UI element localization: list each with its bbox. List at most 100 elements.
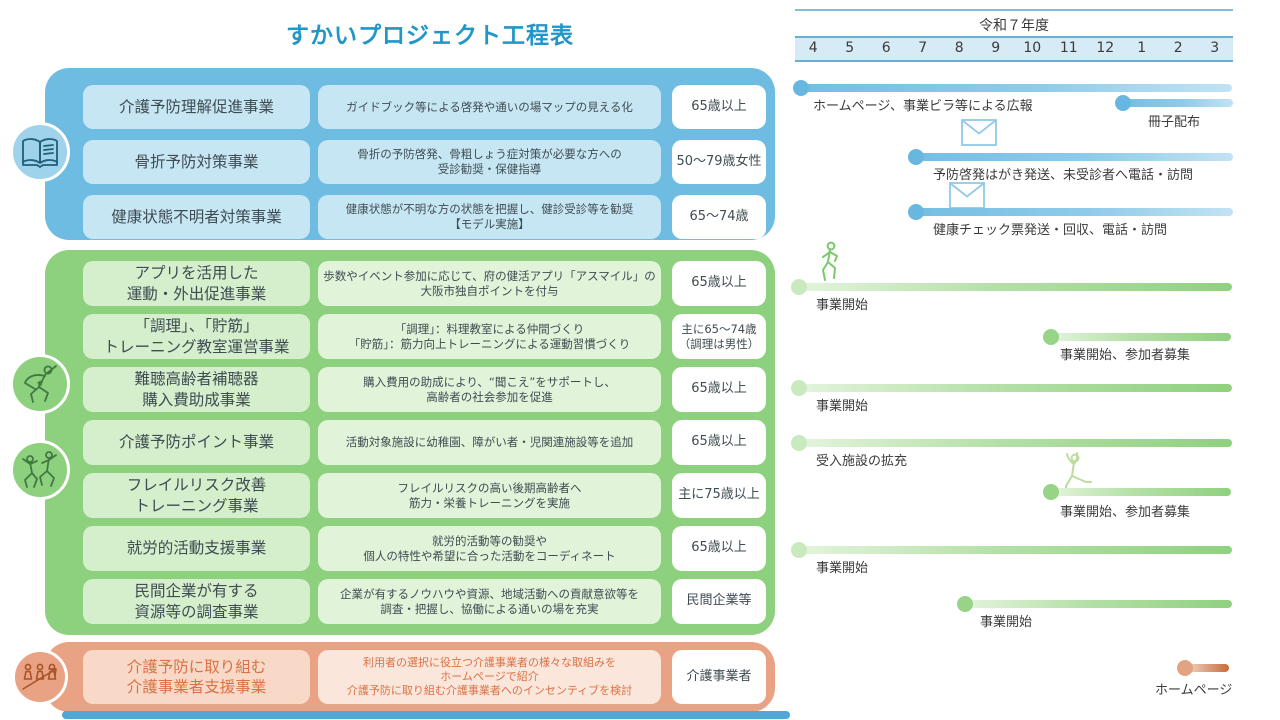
page-title: すかいプロジェクト工程表 [286, 23, 574, 49]
timeline-label: 事業開始 [816, 561, 869, 576]
target-age-cell: 50～79歳女性 [672, 140, 766, 184]
walking-person-icon [816, 241, 846, 287]
program-desc-cell: 活動対象施設に幼稚園、障がい者・児関連施設等を追加 [318, 420, 661, 465]
program-desc-cell: 利用者の選択に役立つ介護事業者の様々な取組みを ホームページで紹介 介護予防に取… [318, 650, 661, 704]
table-row: アプリを活用した 運動・外出促進事業 歩数やイベント参加に応じて、府の健活アプリ… [83, 261, 766, 306]
program-name-cell: 介護予防ポイント事業 [83, 420, 310, 465]
table-row: 民間企業が有する 資源等の調査事業 企業が有するノウハウや資源、地域活動への貢献… [83, 579, 766, 624]
month-label: 12 [1096, 40, 1115, 56]
program-desc-cell: 「調理」：料理教室による仲間づくり 「貯筋」：筋力向上トレーニングによる運動習慣… [318, 314, 661, 359]
program-desc-cell: 購入費用の助成により、“聞こえ”をサポートし、 高齢者の社会参加を促進 [318, 367, 661, 412]
bar-start-dot [1115, 95, 1131, 111]
month-label: 4 [808, 40, 818, 56]
target-age-cell: 65歳以上 [672, 526, 766, 571]
target-age-cell: 65歳以上 [672, 367, 766, 412]
timeline-bar-work-start [791, 542, 1232, 558]
program-desc-cell: 企業が有するノウハウや資源、地域活動への貢献意欲等を 調査・把握し、協働による通… [318, 579, 661, 624]
program-desc-cell: ガイドブック等による啓発や通いの場マップの見える化 [318, 85, 661, 129]
timeline-bar-survey-start [957, 596, 1232, 612]
fiscal-year-label: 令和７年度 [979, 18, 1049, 34]
month-label: 6 [881, 40, 891, 56]
bar-start-dot [1177, 660, 1193, 676]
target-age-cell: 民間企業等 [672, 579, 766, 624]
month-label: 3 [1210, 40, 1220, 56]
timeline-label: 冊子配布 [1148, 115, 1201, 130]
bar-start-dot [793, 80, 809, 96]
group-blue-awareness: 介護予防理解促進事業 ガイドブック等による啓発や通いの場マップの見える化 65歳… [45, 68, 775, 240]
bottom-accent-bar [62, 711, 790, 719]
timeline-bar-publicity [793, 80, 1232, 96]
program-name-cell: 介護予防に取り組む 介護事業者支援事業 [83, 650, 310, 704]
bar-start-dot [957, 596, 973, 612]
table-row: フレイルリスク改善 トレーニング事業 フレイルリスクの高い後期高齢者へ 筋力・栄… [83, 473, 766, 518]
program-desc-cell: 歩数やイベント参加に応じて、府の健活アプリ「アスマイル」の 大阪市独自ポイントを… [318, 261, 661, 306]
program-desc-cell: 就労的活動等の勧奨や 個人の特性や希望に合った活動をコーディネート [318, 526, 661, 571]
timeline-bar-postcards [908, 149, 1233, 165]
timeline-label: ホームページ [1155, 683, 1233, 698]
month-label: 1 [1137, 40, 1147, 56]
program-name-cell: 骨折予防対策事業 [83, 140, 310, 184]
program-name-cell: 健康状態不明者対策事業 [83, 195, 310, 239]
timeline-bar-point-expand [791, 435, 1232, 451]
people-growth-arrow-icon [12, 649, 68, 705]
timeline-bar-homepage [1177, 660, 1229, 676]
target-age-cell: 65～74歳 [672, 195, 766, 239]
month-label: 5 [845, 40, 855, 56]
bar-start-dot [1043, 329, 1059, 345]
timeline-label: 受入施設の拡充 [816, 454, 908, 469]
timeline-label: 健康チェック票発送・回収、電話・訪問 [933, 223, 1168, 238]
envelope-icon [961, 119, 997, 150]
table-row: 介護予防理解促進事業 ガイドブック等による啓発や通いの場マップの見える化 65歳… [83, 85, 766, 129]
target-age-cell: 主に75歳以上 [672, 473, 766, 518]
table-row: 骨折予防対策事業 骨折の予防啓発、骨粗しょう症対策が必要な方への 受診勧奨・保健… [83, 140, 766, 184]
program-name-cell: フレイルリスク改善 トレーニング事業 [83, 473, 310, 518]
table-row: 就労的活動支援事業 就労的活動等の勧奨や 個人の特性や希望に合った活動をコーディ… [83, 526, 766, 571]
bar-start-dot [908, 204, 924, 220]
table-row: 介護予防ポイント事業 活動対象施設に幼稚園、障がい者・児関連施設等を追加 65歳… [83, 420, 766, 465]
timeline-label: 予防啓発はがき発送、未受診者へ電話・訪問 [933, 168, 1194, 183]
month-label: 9 [991, 40, 1001, 56]
timeline-label: 事業開始 [816, 399, 869, 414]
month-label: 2 [1173, 40, 1183, 56]
target-age-cell: 65歳以上 [672, 261, 766, 306]
bar-start-dot [791, 279, 807, 295]
target-age-cell: 65歳以上 [672, 85, 766, 129]
timeline-bar-booklet [1115, 95, 1233, 111]
bar-start-dot [908, 149, 924, 165]
program-name-cell: アプリを活用した 運動・外出促進事業 [83, 261, 310, 306]
table-row: 介護予防に取り組む 介護事業者支援事業 利用者の選択に役立つ介護事業者の様々な取… [83, 650, 766, 704]
program-name-cell: 「調理」、「貯筋」 トレーニング教室運営事業 [83, 314, 310, 359]
target-age-cell: 介護事業者 [672, 650, 766, 704]
stretching-person-icon [1058, 452, 1094, 504]
program-desc-cell: フレイルリスクの高い後期高齢者へ 筋力・栄養トレーニングを実施 [318, 473, 661, 518]
month-band: 4 5 6 7 8 9 10 11 12 1 2 3 [795, 36, 1233, 62]
timeline-label: 事業開始 [980, 615, 1033, 630]
group-orange-care-providers: 介護予防に取り組む 介護事業者支援事業 利用者の選択に役立つ介護事業者の様々な取… [45, 642, 775, 712]
program-name-cell: 民間企業が有する 資源等の調査事業 [83, 579, 310, 624]
timeline-label: 事業開始、参加者募集 [1060, 348, 1191, 363]
program-name-cell: 介護予防理解促進事業 [83, 85, 310, 129]
program-name-cell: 難聴高齢者補聴器 購入費助成事業 [83, 367, 310, 412]
table-row: 「調理」、「貯筋」 トレーニング教室運営事業 「調理」：料理教室による仲間づくり… [83, 314, 766, 359]
hero-runner-icon [10, 354, 70, 414]
timeline-bar-frail-start [1043, 484, 1231, 500]
timeline-bar-cooking-start [1043, 329, 1231, 345]
bar-start-dot [1043, 484, 1059, 500]
bar-start-dot [791, 435, 807, 451]
month-label: 8 [954, 40, 964, 56]
table-row: 難聴高齢者補聴器 購入費助成事業 購入費用の助成により、“聞こえ”をサポートし、… [83, 367, 766, 412]
timeline-bar-app-start [791, 279, 1232, 295]
header-rule [795, 9, 1233, 11]
timeline-label: ホームページ、事業ビラ等による広報 [813, 99, 1033, 114]
timeline-bar-hearing-start [791, 380, 1232, 396]
month-label: 11 [1059, 40, 1078, 56]
timeline-bar-health-check [908, 204, 1233, 220]
program-desc-cell: 骨折の予防啓発、骨粗しょう症対策が必要な方への 受診勧奨・保健指導 [318, 140, 661, 184]
timeline-label: 事業開始、参加者募集 [1060, 505, 1191, 520]
group-green-programs: アプリを活用した 運動・外出促進事業 歩数やイベント参加に応じて、府の健活アプリ… [45, 250, 775, 635]
table-row: 健康状態不明者対策事業 健康状態が不明な方の状態を把握し、健診受診等を勧奨 【モ… [83, 195, 766, 239]
timeline-label: 事業開始 [816, 298, 869, 313]
month-label: 7 [918, 40, 928, 56]
bar-start-dot [791, 542, 807, 558]
